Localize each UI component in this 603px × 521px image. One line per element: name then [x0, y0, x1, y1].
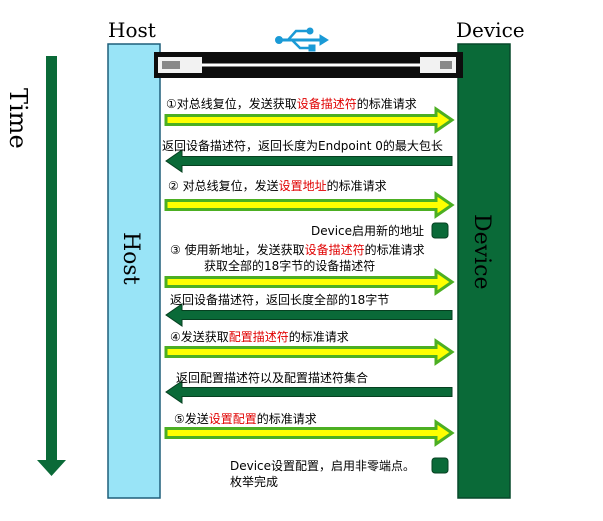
- arrow-to-device: [164, 338, 455, 366]
- device-note: 枚举完成: [230, 475, 279, 489]
- step-label: ⑤发送设置配置的标准请求: [174, 412, 317, 426]
- arrow-to-host: [165, 303, 453, 327]
- host-top-label: Host: [108, 18, 156, 42]
- message-arrows: [164, 106, 455, 447]
- device-bar: [457, 43, 511, 499]
- step-label: 返回设备描述符，返回长度全部的18字节: [170, 293, 390, 307]
- arrow-to-device: [164, 268, 455, 296]
- device-status-marker: [431, 457, 449, 474]
- time-label: Time: [4, 88, 32, 149]
- arrow-to-host: [165, 149, 453, 173]
- device-bar-label: Device: [469, 214, 494, 290]
- usb-icon: [275, 27, 329, 52]
- device-top-label: Device: [456, 18, 525, 42]
- device-note: Device启用新的地址: [311, 224, 425, 238]
- step-label: 返回设备描述符，返回长度为Endpoint 0的最大包长: [162, 139, 443, 153]
- arrow-to-device: [164, 419, 455, 447]
- usb-cable-icon: [154, 52, 463, 78]
- step-label: ③ 使用新地址，发送获取设备描述符的标准请求: [170, 243, 425, 257]
- host-bar-label: Host: [118, 232, 143, 285]
- step-label: ④发送获取配置描述符的标准请求: [170, 330, 349, 344]
- step-label: 获取全部的18字节的设备描述符: [204, 259, 376, 273]
- device-note: Device设置配置，启用非零端点。: [230, 459, 416, 473]
- step-label: 返回配置描述符以及配置描述符集合: [176, 371, 369, 385]
- step-label: ② 对总线复位，发送设置地址的标准请求: [168, 179, 387, 193]
- step-label: ①对总线复位，发送获取设备描述符的标准请求: [166, 97, 417, 111]
- host-bar: [107, 43, 161, 499]
- arrow-to-host: [165, 380, 453, 404]
- time-arrow: [37, 56, 66, 476]
- device-status-marker: [431, 222, 449, 239]
- arrow-to-device: [164, 106, 455, 134]
- arrow-to-device: [164, 191, 455, 219]
